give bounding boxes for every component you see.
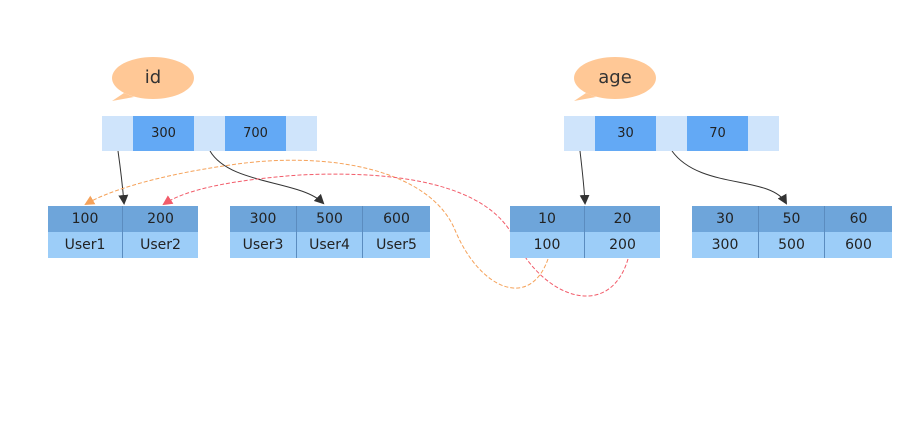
leaf-key: 100 xyxy=(48,206,123,232)
id-pointer-left xyxy=(117,150,129,205)
leaf-key: 300 xyxy=(230,206,297,232)
node-key: 300 xyxy=(133,116,194,151)
leaf-value-row: User3 User4 User5 xyxy=(230,232,430,258)
leaf-key: 30 xyxy=(692,206,759,232)
leaf-value: User1 xyxy=(48,232,123,258)
leaf-value: 100 xyxy=(510,232,585,258)
node-pointer xyxy=(286,116,317,151)
leaf-value: User5 xyxy=(376,237,417,253)
leaf-value-row: 100 200 xyxy=(510,232,660,258)
id-index-label: id xyxy=(144,67,162,88)
leaf-key: 600 xyxy=(383,211,410,227)
lookup-link-red xyxy=(162,173,629,297)
leaf-value: 500 xyxy=(759,232,825,258)
node-pointer xyxy=(564,116,595,151)
leaf-key: 60 xyxy=(849,211,868,227)
age-index-bubble: age xyxy=(574,57,656,101)
node-pointer xyxy=(748,116,779,151)
id-leaf-node-2: 300 500 600 User3 User4 User5 xyxy=(230,206,430,258)
node-pointer xyxy=(656,116,687,151)
id-leaf-node-1: 100 200 User1 User2 xyxy=(48,206,198,258)
node-key: 70 xyxy=(687,116,748,151)
leaf-value: User4 xyxy=(297,232,363,258)
leaf-key-row: 10 20 xyxy=(510,206,660,232)
leaf-key: 200 xyxy=(147,211,174,227)
lookup-link-orange xyxy=(84,159,549,289)
leaf-value: 200 xyxy=(609,237,636,253)
node-key: 700 xyxy=(225,116,286,151)
speech-bubble-shape xyxy=(574,57,656,101)
leaf-value: 600 xyxy=(845,237,872,253)
leaf-value: User3 xyxy=(230,232,297,258)
leaf-key: 10 xyxy=(510,206,585,232)
leaf-value-row: 300 500 600 xyxy=(692,232,892,258)
age-root-node: 30 70 xyxy=(564,116,779,151)
node-pointer xyxy=(194,116,225,151)
age-index-label: age xyxy=(598,67,632,88)
age-pointer-left xyxy=(579,150,590,205)
leaf-key-row: 300 500 600 xyxy=(230,206,430,232)
leaf-key: 500 xyxy=(297,206,363,232)
speech-bubble-shape xyxy=(112,57,194,101)
node-key: 30 xyxy=(595,116,656,151)
age-pointer-right xyxy=(671,150,787,205)
id-index-bubble: id xyxy=(112,57,194,101)
age-leaf-node-2: 30 50 60 300 500 600 xyxy=(692,206,892,258)
leaf-key-row: 30 50 60 xyxy=(692,206,892,232)
leaf-value-row: User1 User2 xyxy=(48,232,198,258)
id-root-node: 300 700 xyxy=(102,116,317,151)
leaf-value: User2 xyxy=(140,237,181,253)
id-pointer-right xyxy=(209,150,325,205)
age-leaf-node-1: 10 20 100 200 xyxy=(510,206,660,258)
node-pointer xyxy=(102,116,133,151)
leaf-key: 50 xyxy=(759,206,825,232)
leaf-key: 20 xyxy=(613,211,632,227)
leaf-key-row: 100 200 xyxy=(48,206,198,232)
leaf-value: 300 xyxy=(692,232,759,258)
